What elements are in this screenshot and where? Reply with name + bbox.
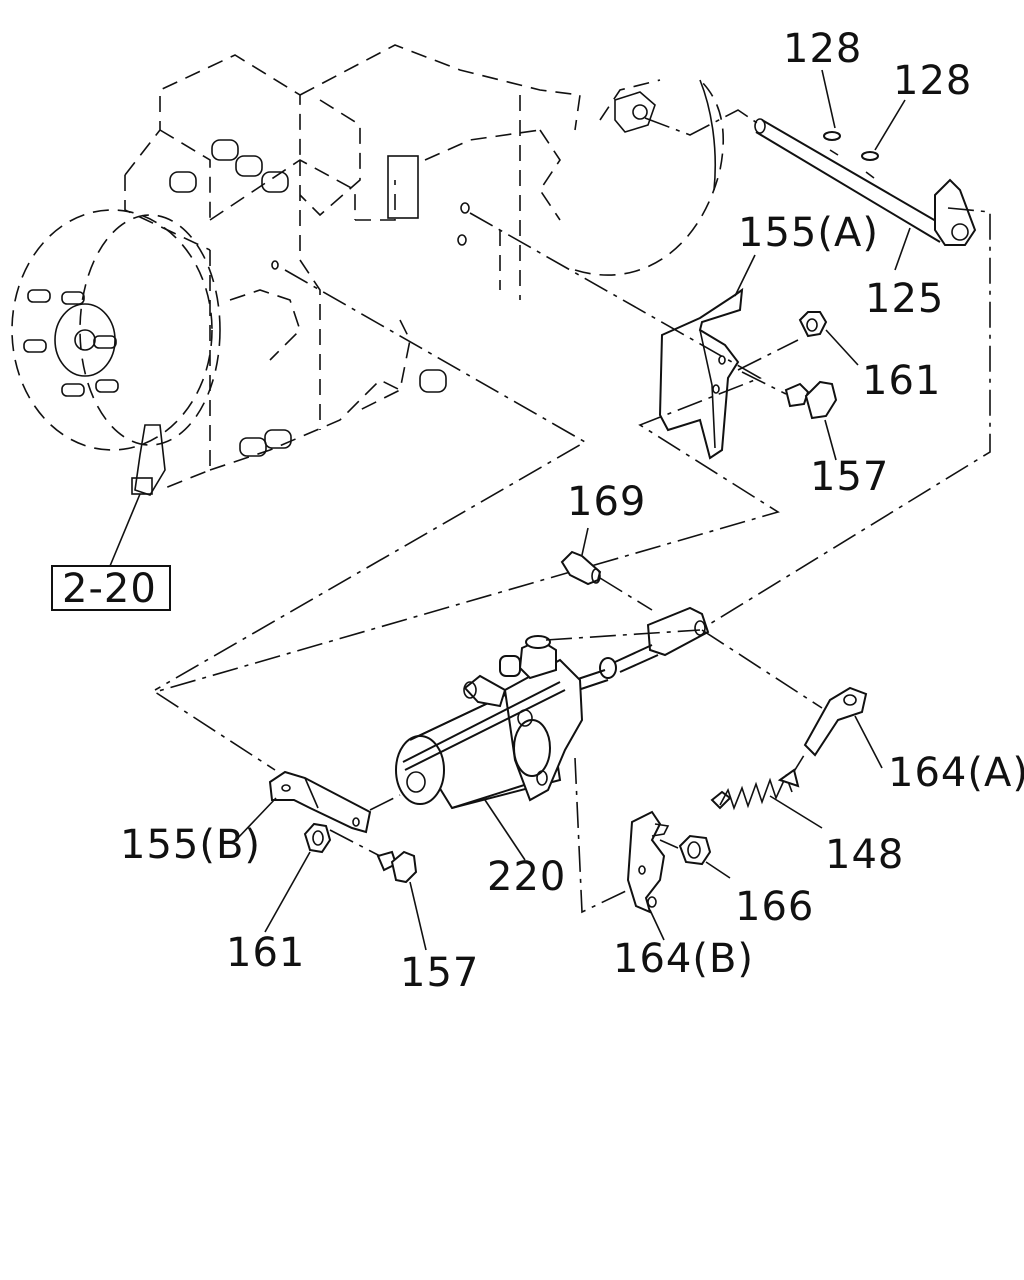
label-166: 166	[735, 884, 814, 930]
label-128-b: 128	[893, 58, 972, 104]
pin-169	[560, 550, 602, 586]
label-155a: 155(A)	[738, 210, 879, 256]
engine-assembly	[11, 44, 724, 496]
rod-125	[754, 118, 977, 246]
reference-box: 2-20	[51, 565, 171, 612]
label-148: 148	[825, 832, 904, 878]
bracket-155b	[268, 770, 372, 834]
bolt-157b	[376, 850, 418, 884]
label-169: 169	[567, 479, 646, 525]
spring-148	[710, 751, 807, 811]
bracket-155a	[658, 287, 744, 460]
label-161-b: 161	[226, 930, 305, 976]
label-164a: 164(A)	[888, 750, 1024, 796]
cylinder-220	[395, 606, 710, 810]
label-155b: 155(B)	[120, 822, 261, 868]
label-125: 125	[865, 276, 944, 322]
nut-161a	[798, 311, 828, 338]
nut-166	[678, 834, 712, 866]
reference-label: 2-20	[62, 566, 157, 612]
clip-128-b	[861, 151, 879, 161]
label-164b: 164(B)	[613, 936, 754, 982]
lever-164a	[803, 686, 868, 757]
nut-161b	[303, 822, 332, 854]
ref-leader	[109, 493, 141, 567]
clip-128-a	[823, 131, 841, 141]
label-157-a: 157	[810, 454, 889, 500]
label-128-a: 128	[783, 26, 862, 72]
bracket-164b	[626, 810, 670, 914]
label-157-b: 157	[400, 950, 479, 996]
bolt-157a	[784, 380, 838, 420]
label-161-a: 161	[862, 358, 941, 404]
label-220: 220	[487, 854, 566, 900]
